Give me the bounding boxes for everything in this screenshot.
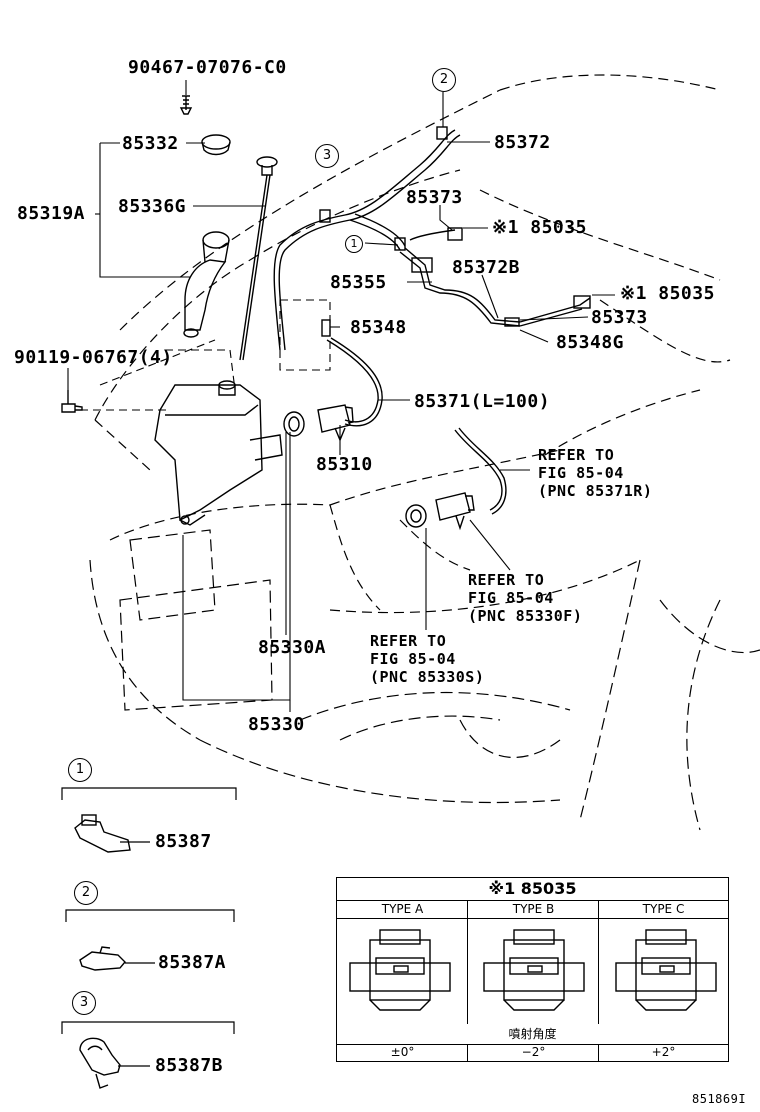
table-angle-header-row: 噴射角度: [337, 1024, 728, 1045]
washer-hoses: [273, 129, 591, 515]
label-90119-06767: 90119-06767(4): [14, 347, 173, 368]
label-85336g: 85336G: [118, 196, 187, 217]
label-85310: 85310: [316, 454, 373, 475]
screw-top: [179, 95, 193, 115]
table-angle-header: 噴射角度: [508, 1027, 557, 1041]
table-type-a: TYPE A: [381, 902, 424, 916]
refer-note-85330s: REFER TO FIG 85-04 (PNC 85330S): [370, 632, 484, 686]
table-title-row: ※1 85035: [337, 878, 728, 901]
label-85373-b: 85373: [591, 307, 648, 328]
label-85372: 85372: [494, 132, 551, 153]
callout-3: 3: [315, 144, 339, 168]
label-85355: 85355: [330, 272, 387, 293]
refer-note-line: (PNC 85371R): [538, 482, 653, 500]
label-85348g: 85348G: [556, 332, 625, 353]
washer-reservoir-tank: [154, 380, 283, 526]
table-divider: [598, 1044, 599, 1061]
table-angle-b: −2°: [521, 1045, 546, 1059]
refer-note-line: (PNC 85330F): [468, 607, 583, 625]
label-85387: 85387: [155, 831, 212, 852]
label-85387a: 85387A: [158, 952, 227, 973]
callout-1: 1: [345, 235, 363, 253]
refer-note-line: (PNC 85330S): [370, 668, 485, 686]
label-85035-a: ※1 85035: [492, 217, 587, 238]
label-85371: 85371(L=100): [414, 391, 551, 412]
clip-group-lines: [61, 787, 237, 1067]
clip-85387A-drawing: [79, 946, 126, 971]
nozzle-type-c-drawing: [615, 929, 717, 1011]
figure-id: 851869I: [692, 1092, 747, 1106]
table-angle-c: +2°: [651, 1045, 676, 1059]
label-85319a: 85319A: [17, 203, 86, 224]
clip-callout-2: 2: [74, 881, 98, 905]
nozzle-type-b-drawing: [483, 929, 585, 1011]
hose-clips: [319, 126, 591, 337]
label-85387b: 85387B: [155, 1055, 224, 1076]
mounting-lines: [80, 299, 331, 411]
refer-note-85330f: REFER TO FIG 85-04 (PNC 85330F): [468, 571, 582, 625]
table-angle-a: ±0°: [390, 1045, 415, 1059]
label-85330a: 85330A: [258, 637, 327, 658]
clip-85387B-drawing: [79, 1037, 121, 1089]
table-type-row: TYPE A TYPE B TYPE C: [337, 900, 728, 919]
table-divider: [467, 900, 468, 1024]
clip-callout-3: 3: [72, 991, 96, 1015]
table-divider: [598, 900, 599, 1024]
refer-note-line: FIG 85-04: [468, 589, 554, 607]
label-85330: 85330: [248, 714, 305, 735]
refer-note-line: REFER TO: [370, 632, 447, 650]
bolt-left: [61, 390, 83, 413]
refer-note-line: REFER TO: [468, 571, 545, 589]
refer-note-85371r: REFER TO FIG 85-04 (PNC 85371R): [538, 446, 652, 500]
leader-lines: [67, 80, 615, 712]
table-type-b: TYPE B: [512, 902, 555, 916]
refer-note-line: FIG 85-04: [370, 650, 456, 668]
label-90467-07076-c0: 90467-07076-C0: [128, 57, 287, 78]
washer-pump: [317, 404, 354, 442]
clip-85387-drawing: [74, 814, 131, 853]
label-85373-top: 85373: [406, 187, 463, 208]
callout-2: 2: [432, 68, 456, 92]
table-divider: [467, 1044, 468, 1061]
filler-cap: [201, 134, 231, 156]
label-85372b: 85372B: [452, 257, 521, 278]
label-85035-b: ※1 85035: [620, 283, 715, 304]
second-pump: [435, 492, 475, 531]
nozzle-type-table: ※1 85035 TYPE A TYPE B TYPE C 噴射角度 ±0° −…: [336, 877, 729, 1062]
level-gauge: [239, 156, 278, 361]
nozzle-type-a-drawing: [349, 929, 451, 1011]
table-angle-row: ±0° −2° +2°: [337, 1044, 728, 1061]
clip-callout-1: 1: [68, 758, 92, 782]
table-title: ※1 85035: [488, 879, 577, 898]
grommets: [283, 411, 427, 528]
table-type-c: TYPE C: [642, 902, 685, 916]
refer-note-line: FIG 85-04: [538, 464, 624, 482]
vehicle-body-outline: [94, 74, 731, 614]
label-85348: 85348: [350, 317, 407, 338]
refer-note-line: REFER TO: [538, 446, 615, 464]
label-85332: 85332: [122, 133, 179, 154]
filler-neck: [183, 231, 230, 338]
